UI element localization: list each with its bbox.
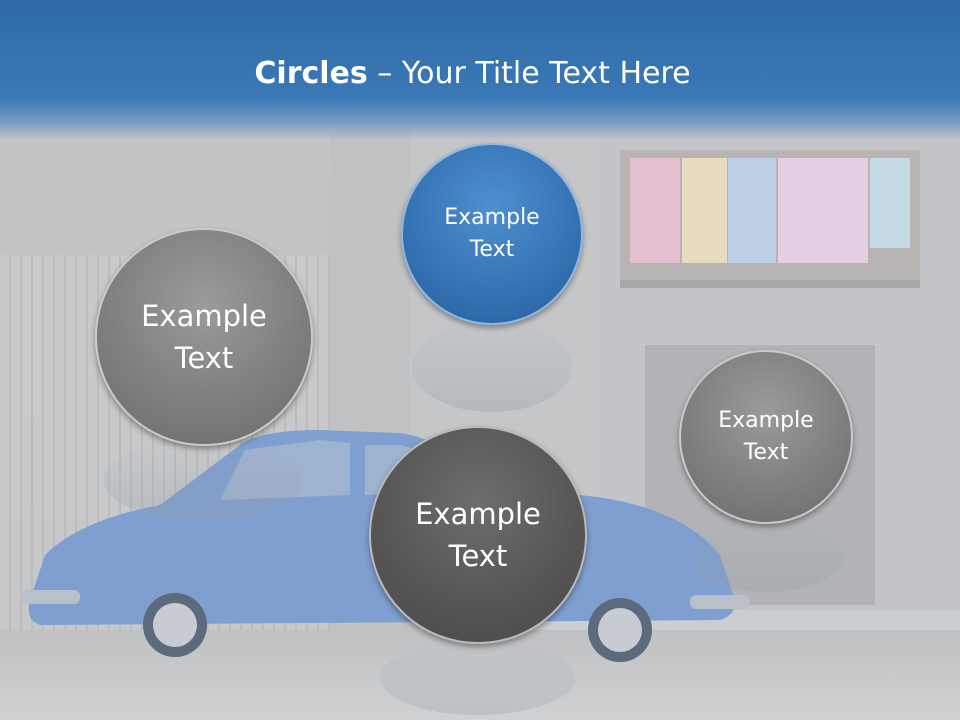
circle-bottom-label: Example Text [415, 496, 541, 573]
hanging-laundry [630, 158, 680, 263]
hanging-laundry [728, 158, 776, 263]
circle-reflection [688, 522, 843, 592]
hanging-laundry [682, 158, 727, 263]
circle-right-label: Example Text [718, 408, 814, 465]
circle-reflection [103, 440, 303, 520]
circle-top[interactable]: Example Text [401, 143, 583, 325]
hanging-laundry [870, 158, 910, 248]
slide-title-bold: Circles [254, 56, 368, 91]
slide-title-text: – Your Title Text Here [367, 56, 691, 91]
circle-left[interactable]: Example Text [95, 228, 313, 446]
circle-bottom[interactable]: Example Text [369, 426, 587, 644]
circle-reflection [380, 640, 575, 715]
circle-left-label: Example Text [141, 298, 267, 375]
hanging-laundry [778, 158, 868, 263]
title-band [0, 0, 960, 140]
slide-title: Circles – Your Title Text Here [0, 56, 945, 91]
circle-right[interactable]: Example Text [679, 350, 853, 524]
circle-reflection [412, 322, 572, 412]
circle-top-label: Example Text [444, 205, 540, 262]
